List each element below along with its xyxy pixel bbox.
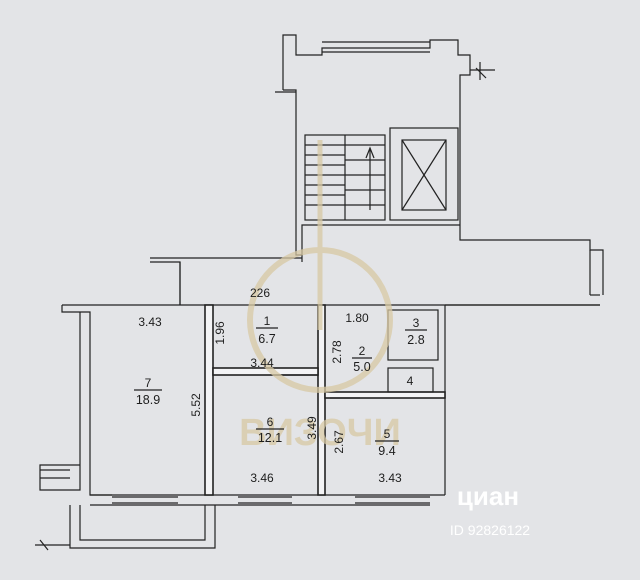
apartment-walls xyxy=(35,304,600,551)
balcony xyxy=(35,505,216,551)
room-5-number: 5 xyxy=(384,427,391,441)
room-5-area: 9.4 xyxy=(378,444,395,458)
room-2-number: 2 xyxy=(359,344,366,358)
brand-watermark: ВИЗОЧИ xyxy=(239,140,401,454)
dim-room5-width: 3.43 xyxy=(378,471,402,485)
stairwell-block xyxy=(275,34,604,295)
room-1-area: 6.7 xyxy=(258,332,275,346)
room-2-area: 5.0 xyxy=(353,360,370,374)
listing-watermark: циан ID 92826122 xyxy=(450,481,530,538)
stair-flight xyxy=(304,134,386,221)
dim-room1-width: 3.44 xyxy=(250,356,274,370)
dimension-labels: 226 3.43 5.52 1.96 3.44 1.80 2.78 3.49 3… xyxy=(138,286,402,485)
room-3-number: 3 xyxy=(413,316,420,330)
room-6-area: 12.1 xyxy=(258,431,282,445)
dim-room6-depth: 3.49 xyxy=(305,416,319,440)
brand-watermark-text: ВИЗОЧИ xyxy=(239,412,401,454)
room-3-area: 2.8 xyxy=(407,333,424,347)
elevator-shaft xyxy=(389,127,459,221)
room-labels: 1 6.7 2 5.0 3 2.8 4 5 9.4 6 12.1 7 18.9 xyxy=(134,314,427,458)
room-7-area: 18.9 xyxy=(136,393,160,407)
dim-room7-width: 3.43 xyxy=(138,315,162,329)
room-7-number: 7 xyxy=(145,376,152,390)
dim-corridor-width: 226 xyxy=(250,286,270,300)
dim-room6-width: 3.46 xyxy=(250,471,274,485)
room-6-number: 6 xyxy=(267,415,274,429)
room-4-number: 4 xyxy=(407,374,414,388)
dim-room2-depth: 2.78 xyxy=(330,340,344,364)
listing-site-text: циан xyxy=(457,481,519,511)
dim-room7-length: 5.52 xyxy=(189,393,203,417)
room-1-number: 1 xyxy=(264,314,271,328)
dim-room2-width: 1.80 xyxy=(345,311,369,325)
listing-id-text: ID 92826122 xyxy=(450,522,530,538)
dim-room5-depth: 2.67 xyxy=(332,430,346,454)
dim-room1-depth: 1.96 xyxy=(213,321,227,345)
